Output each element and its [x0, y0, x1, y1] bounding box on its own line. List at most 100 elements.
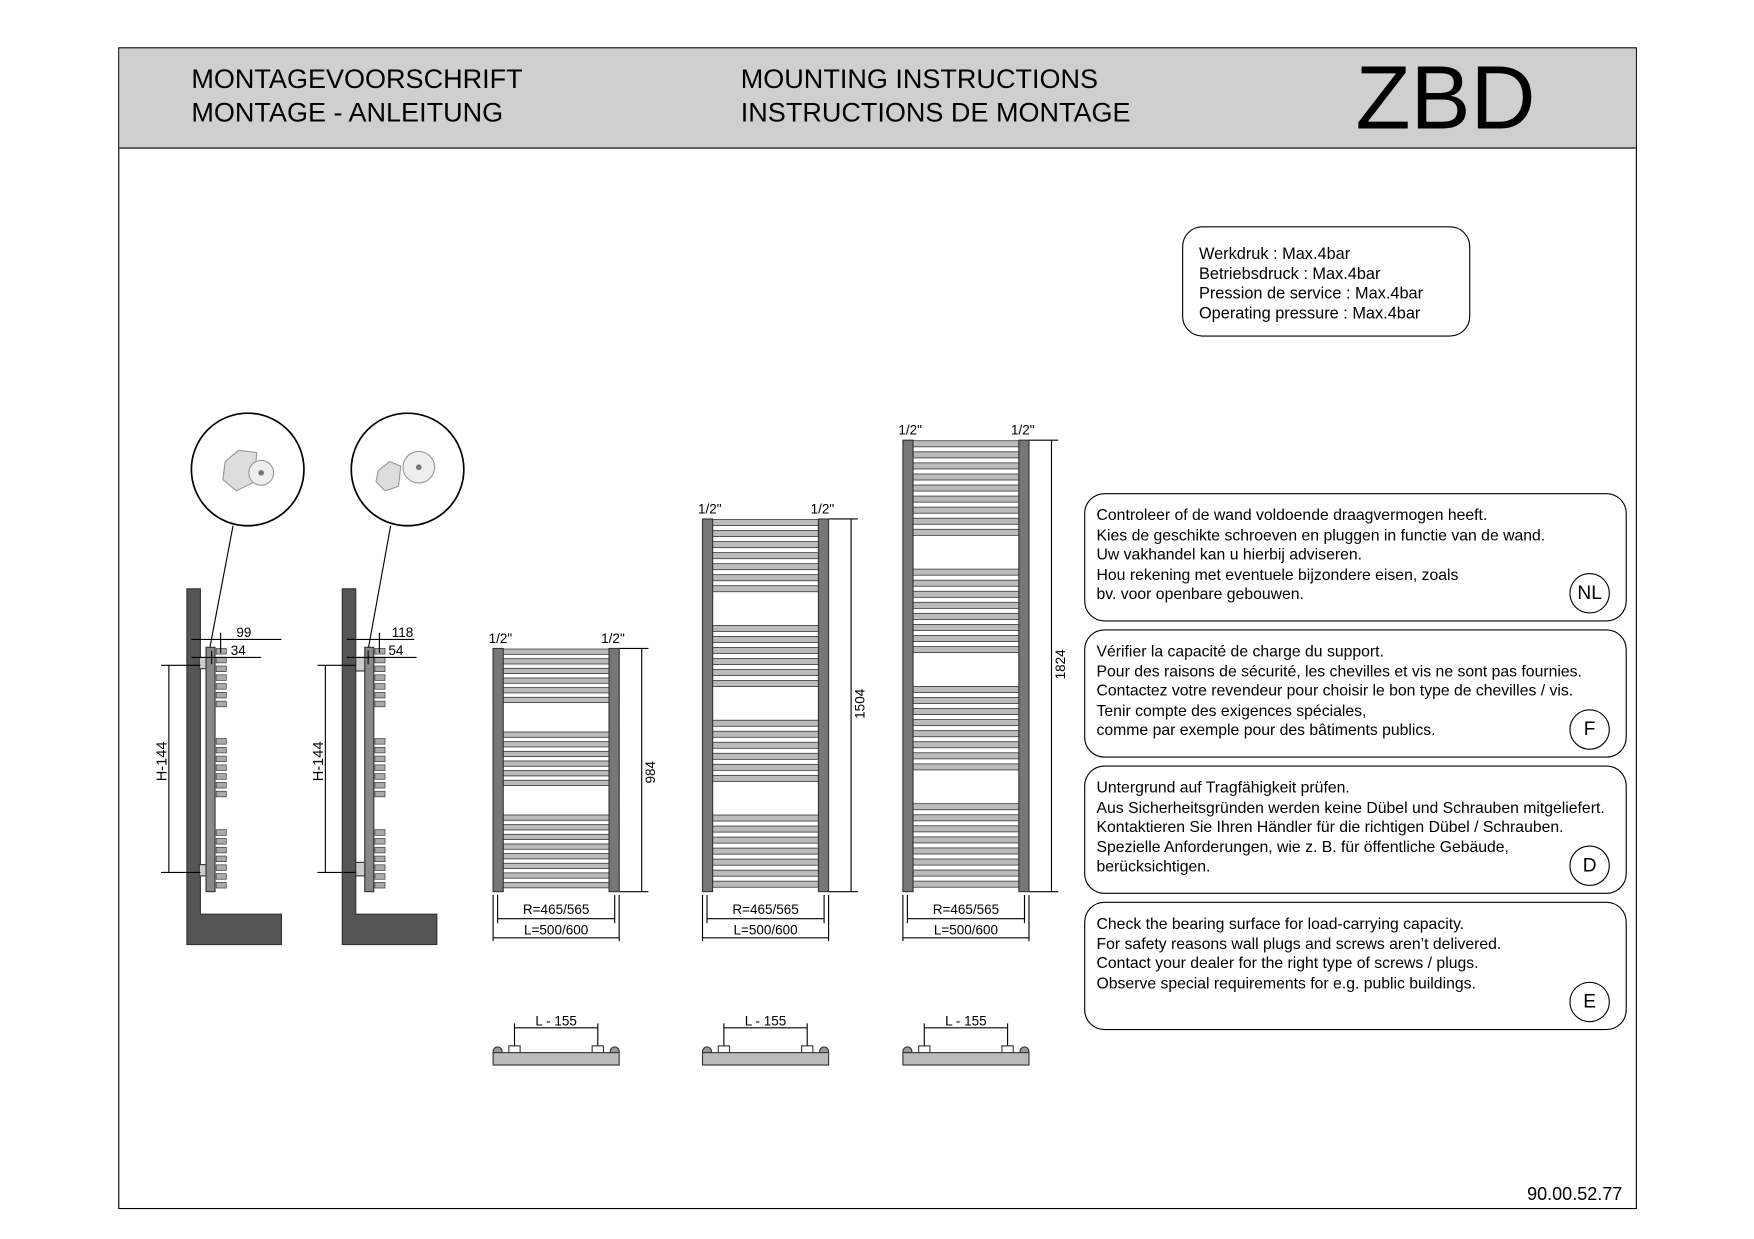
text-line: Untergrund auf Tragfähigkeit prüfen.: [1096, 777, 1350, 796]
towel-bar: [702, 847, 829, 855]
top-view-body: [701, 1052, 830, 1066]
leader-line: [365, 525, 392, 663]
side-view-1: 99 34 H-144: [155, 412, 305, 946]
towel-bar: [702, 858, 829, 866]
l-dimension: L=500/600: [934, 922, 998, 937]
connection-right: 1/2": [811, 501, 835, 516]
fin: [215, 674, 227, 681]
fin: [215, 656, 227, 664]
fin: [215, 882, 227, 889]
towel-bar: [902, 741, 1030, 749]
towel-bar: [702, 574, 829, 582]
text-line: Controleer of de wand voldoende draagver…: [1096, 505, 1488, 524]
instruction-box-nl: Controleer of de wand voldoende draagver…: [1084, 493, 1627, 622]
towel-bar: [902, 451, 1030, 459]
towel-bar: [492, 677, 620, 684]
towel-bar: [902, 836, 1030, 844]
towel-bar: [702, 552, 829, 560]
wall: [186, 588, 283, 946]
connection-left: 1/2": [698, 501, 722, 516]
text-line: Kies de geschikte schroeven en pluggen i…: [1096, 525, 1546, 544]
model-code: ZBD: [1355, 47, 1536, 148]
document-number: 90.00.52.77: [1527, 1185, 1623, 1205]
towel-bar: [902, 730, 1030, 738]
towel-bar: [702, 680, 829, 687]
text-line: Pour des raisons de sécurité, les chevil…: [1096, 661, 1582, 680]
towel-bar: [902, 440, 1030, 448]
text-line: Hou rekening met eventuele bijzondere ei…: [1096, 564, 1459, 583]
collector-right: [817, 518, 830, 893]
towel-bar: [902, 685, 1030, 693]
language-badge-d: D: [1569, 845, 1610, 887]
collector-left: [701, 518, 714, 893]
dim-inner: 54: [388, 643, 404, 658]
fin: [374, 838, 386, 845]
collector-left: [492, 647, 504, 893]
fin: [215, 864, 227, 871]
wall: [341, 588, 438, 946]
towel-bar: [902, 814, 1030, 822]
connection-right: 1/2": [1011, 423, 1035, 438]
text-line: Tenir compte des exigences spéciales,: [1096, 700, 1367, 719]
fin: [215, 764, 227, 771]
height-label: H-144: [155, 741, 171, 781]
towel-bar: [902, 880, 1030, 888]
pressure-de: Betriebsdruck : Max.4bar: [1198, 265, 1381, 284]
towel-bar: [702, 530, 829, 538]
towel-bar: [492, 648, 620, 655]
fin: [374, 674, 386, 681]
towel-bar: [702, 647, 829, 654]
title-nl: MONTAGEVOORSCHRIFT: [191, 64, 523, 95]
towel-bar: [902, 869, 1030, 877]
towel-bar: [902, 495, 1030, 503]
fin: [215, 782, 227, 789]
towel-bar: [902, 590, 1030, 598]
instruction-box-f: Vérifier la capacité de charge du suppor…: [1084, 629, 1627, 758]
wall-bracket-icon: [222, 449, 275, 492]
fin: [215, 665, 227, 672]
fin: [215, 692, 227, 699]
r-dimension: R=465/565: [933, 902, 999, 917]
text-line: Spezielle Anforderungen, wie z. B. für ö…: [1096, 837, 1509, 856]
fin: [374, 738, 386, 745]
connection-right: 1/2": [601, 631, 625, 646]
fin: [215, 838, 227, 845]
language-badge-nl: NL: [1569, 573, 1610, 614]
towel-bar: [902, 719, 1030, 727]
pressure-fr: Pression de service : Max.4bar: [1198, 284, 1424, 303]
towel-bar: [702, 658, 829, 665]
towel-bar: [702, 636, 829, 643]
towel-bar: [492, 862, 620, 869]
pressure-en: Operating pressure : Max.4bar: [1198, 304, 1421, 323]
collector-right: [608, 647, 620, 893]
fin: [215, 846, 227, 854]
text-line: comme par exemple pour des bâtiments pub…: [1096, 720, 1436, 739]
towel-bar: [702, 730, 829, 738]
towel-bar: [702, 669, 829, 676]
side-view-2: 118 54 H-144: [311, 412, 465, 946]
towel-bar: [702, 563, 829, 571]
fin: [215, 746, 227, 754]
towel-bar: [492, 779, 620, 786]
dim-outer: 118: [392, 625, 414, 640]
towel-bar: [492, 658, 620, 665]
l-dimension: L=500/600: [524, 922, 588, 937]
towel-bar: [702, 741, 829, 749]
r-dimension: R=465/565: [732, 902, 798, 917]
text-line: Vérifier la capacité de charge du suppor…: [1096, 641, 1384, 660]
towel-bar: [902, 752, 1030, 760]
towel-bar: [492, 843, 620, 850]
text-line: Aus Sicherheitsgründen werden keine Dübe…: [1096, 797, 1605, 816]
towel-bar: [492, 760, 620, 767]
towel-bar: [902, 763, 1030, 771]
towel-bar: [702, 763, 829, 771]
fin: [374, 855, 386, 863]
fin: [215, 755, 227, 763]
fin: [374, 873, 386, 880]
fin: [374, 746, 386, 754]
towel-bar: [492, 882, 620, 889]
top-view-body: [492, 1052, 620, 1066]
fin: [374, 656, 386, 664]
towel-bar: [902, 697, 1030, 704]
radiator-fins: [374, 648, 386, 889]
